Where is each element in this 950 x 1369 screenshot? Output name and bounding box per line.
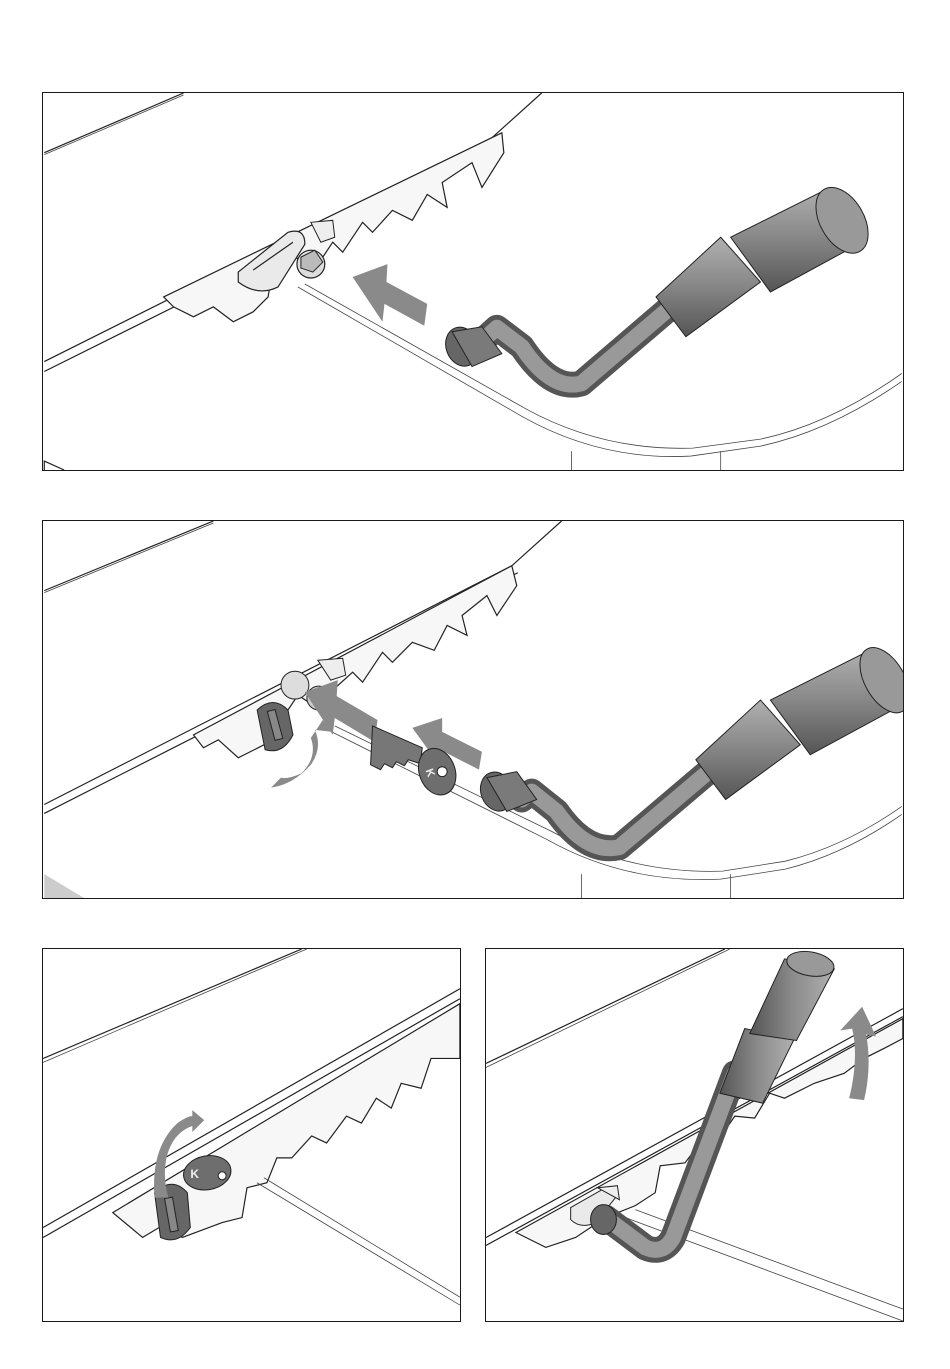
- crank-handle-tool: [475, 639, 903, 848]
- panel-3-illustration: K: [43, 949, 460, 1321]
- crank-handle-tool: [440, 178, 879, 384]
- panel-turn-tool: [485, 948, 904, 1322]
- panel-1-illustration: [43, 93, 903, 470]
- machine-body: [44, 93, 541, 470]
- panel-4-illustration: [486, 949, 903, 1321]
- cover-outline: [257, 1178, 460, 1305]
- panel-insert-tool: [42, 92, 904, 471]
- panel-2-illustration: K: [43, 521, 903, 898]
- key-marking: K: [190, 1167, 199, 1181]
- panel-key-and-tool: K: [42, 520, 904, 899]
- panel-turn-key: K: [42, 948, 461, 1322]
- machine-body: [43, 949, 460, 1237]
- machine-body: [44, 521, 561, 898]
- insert-arrow: [353, 264, 428, 326]
